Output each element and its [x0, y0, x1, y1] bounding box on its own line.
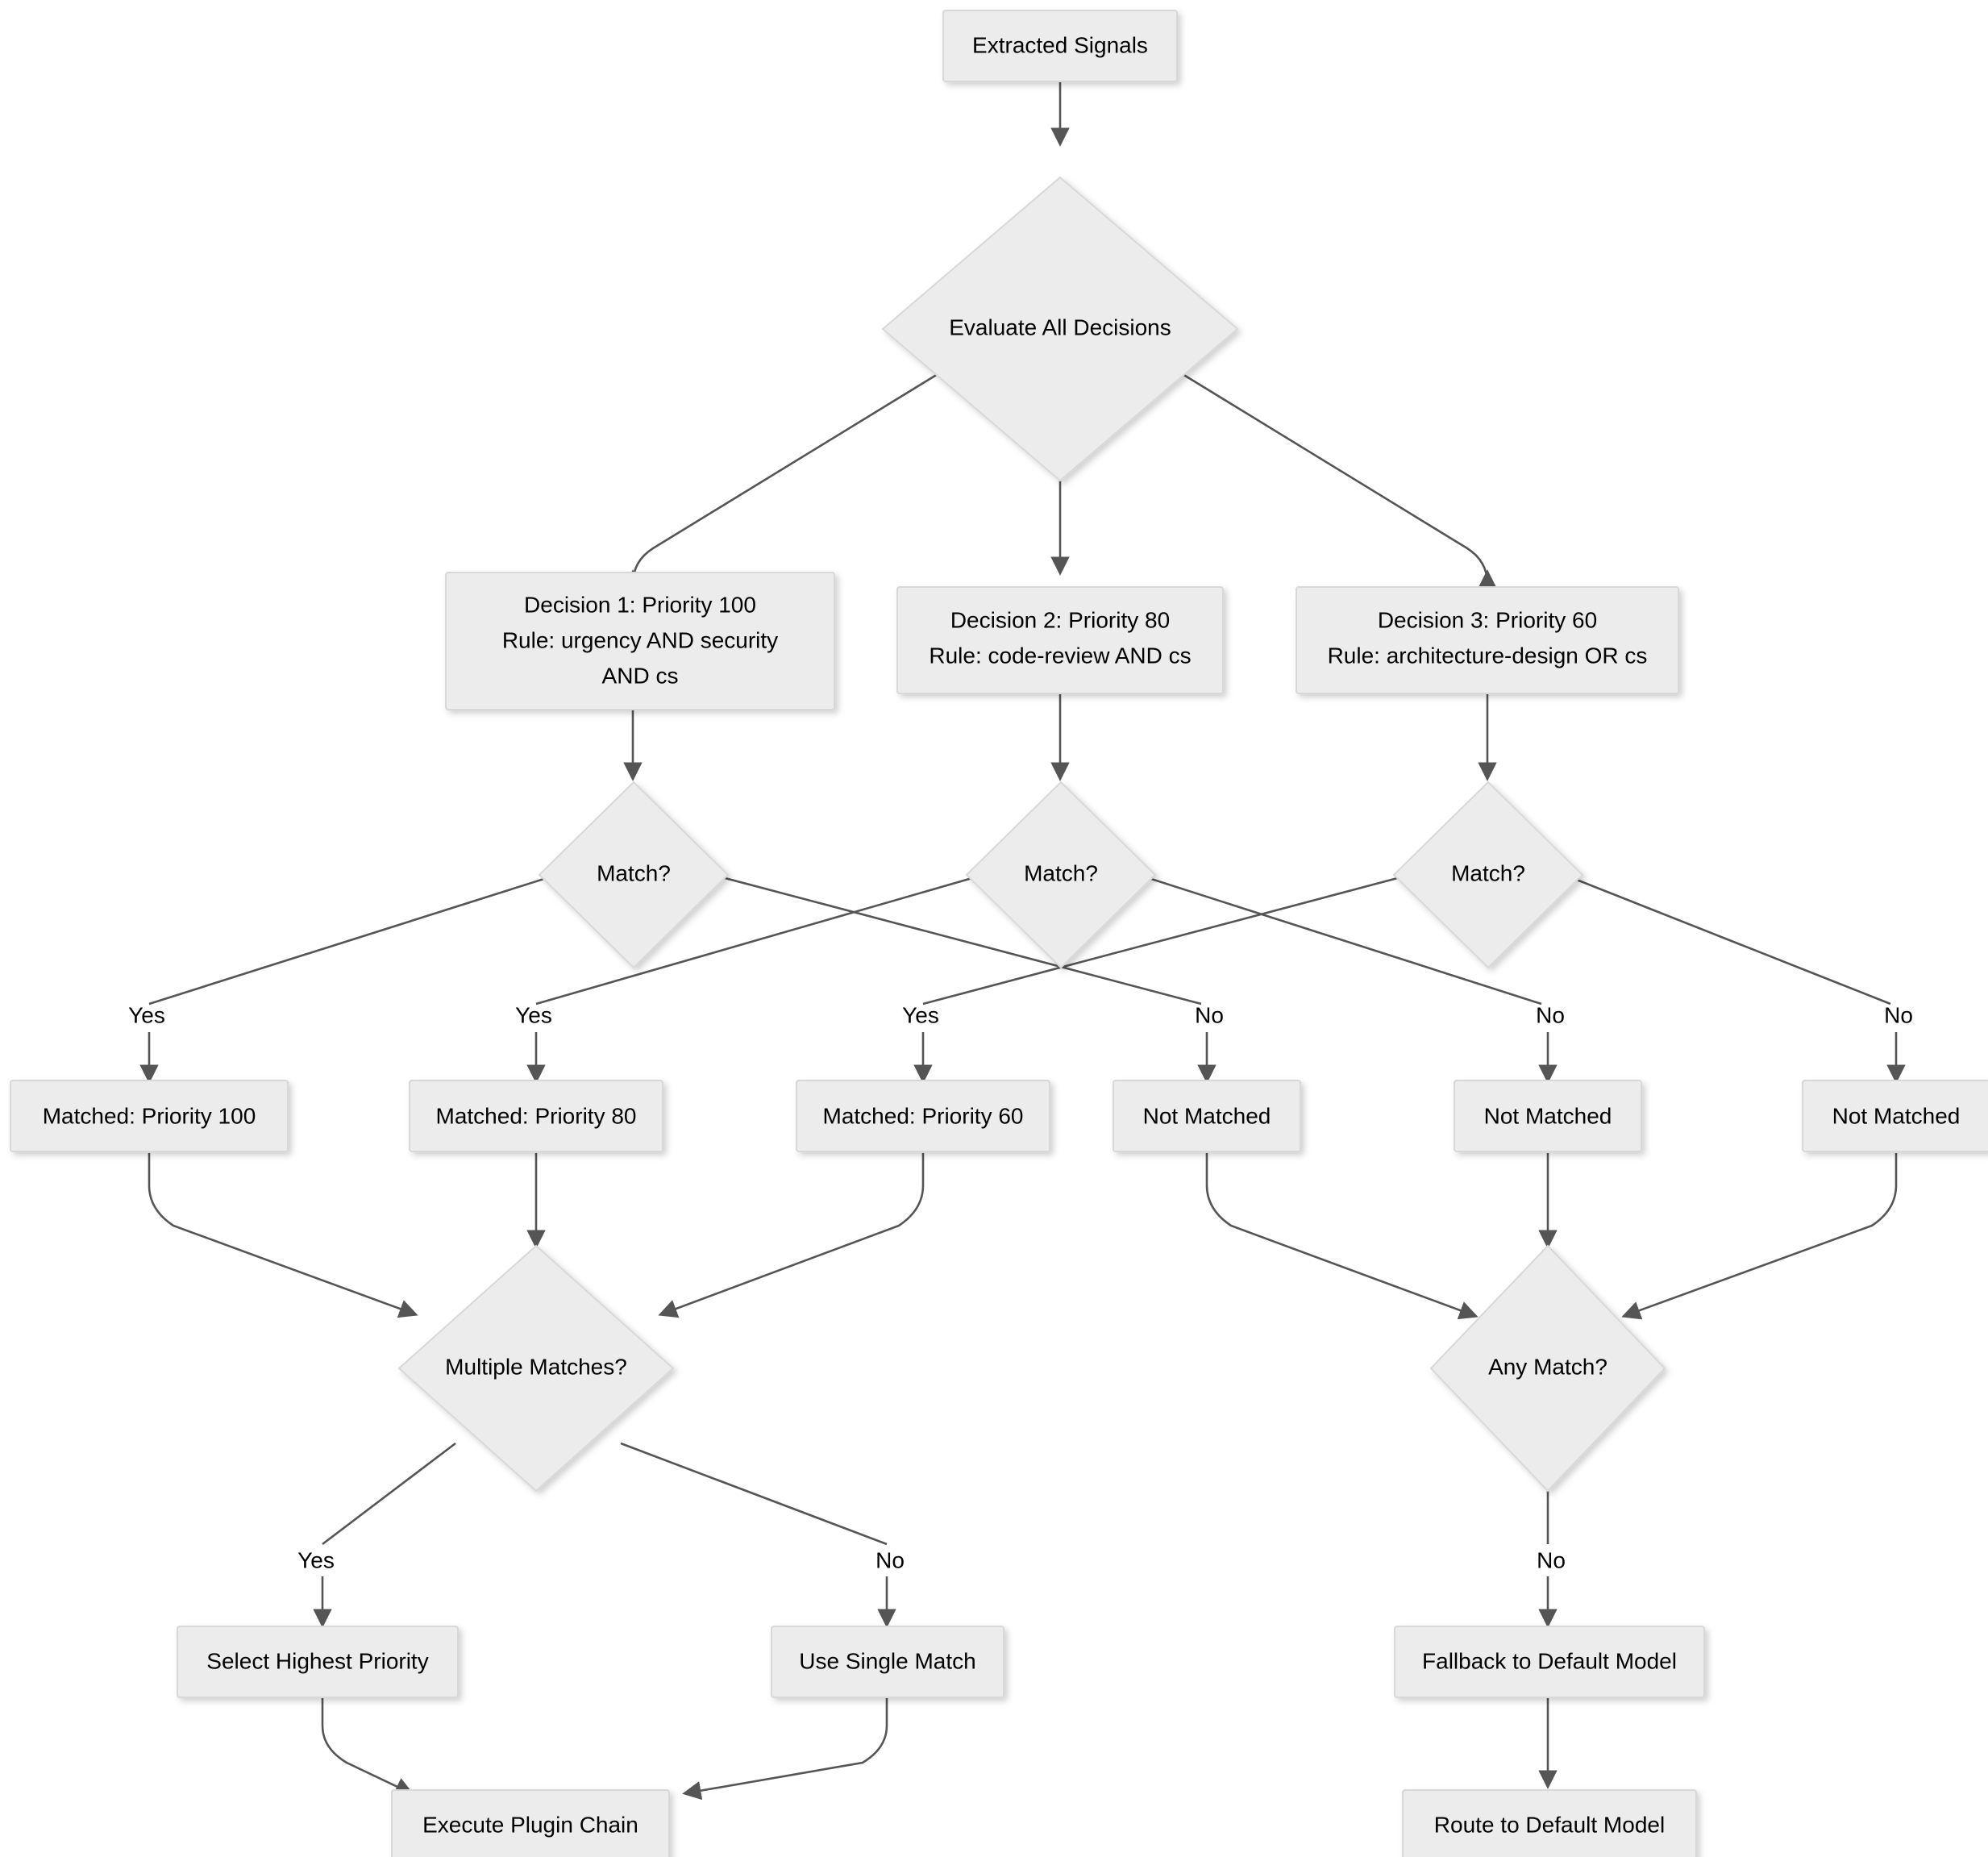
node-fallback-default-model[interactable] — [1394, 1626, 1705, 1698]
node-matched-100[interactable] — [10, 1080, 289, 1152]
edge-evaluate-to-decision1 — [623, 361, 957, 589]
edge-matched60-to-multiple — [658, 1153, 925, 1318]
edge-match1-yes — [148, 871, 565, 1006]
edge-match1-no — [703, 871, 1202, 1006]
node-not-matched-1-label: Not Matched — [1143, 1103, 1271, 1128]
node-select-highest-priority[interactable] — [177, 1626, 459, 1698]
node-matched-80[interactable] — [409, 1080, 663, 1152]
node-matched-80-label: Matched: Priority 80 — [436, 1103, 637, 1128]
node-not-matched-3-label: Not Matched — [1832, 1103, 1961, 1128]
edge-match3-yes — [922, 871, 1420, 1006]
node-matched-60-label: Matched: Priority 60 — [823, 1103, 1024, 1128]
node-match-1-label: Match? — [597, 860, 671, 885]
edge-label-any-no: No — [1537, 1547, 1566, 1572]
node-match-2-label: Match? — [1024, 860, 1098, 885]
node-execute-plugin-chain-label: Execute Plugin Chain — [422, 1812, 638, 1837]
node-evaluate-all-decisions[interactable] — [881, 176, 1239, 482]
edge-match3-no — [1558, 871, 1891, 1006]
node-multiple-matches[interactable] — [397, 1244, 675, 1493]
node-use-single-match[interactable] — [771, 1626, 1004, 1698]
node-route-default-model-label: Route to Default Model — [1434, 1812, 1665, 1837]
node-not-matched-1[interactable] — [1113, 1080, 1301, 1152]
edge-notmatched1-to-anymatch — [1205, 1153, 1479, 1320]
node-match-2[interactable] — [965, 781, 1157, 969]
edge-label-yes-3: Yes — [902, 1002, 939, 1027]
node-decision-2[interactable] — [896, 586, 1224, 694]
node-match-1[interactable] — [538, 781, 730, 969]
edge-multiple-yes — [322, 1442, 456, 1546]
edge-evaluate-to-decision3 — [1163, 361, 1497, 589]
node-fallback-default-model-label: Fallback to Default Model — [1422, 1648, 1677, 1673]
node-decision-1[interactable] — [445, 572, 835, 710]
node-matched-100-label: Matched: Priority 100 — [43, 1103, 256, 1128]
node-extracted-signals[interactable] — [942, 10, 1178, 82]
edge-label-no-2: No — [1536, 1002, 1565, 1027]
edge-label-yes-1: Yes — [128, 1002, 165, 1027]
node-decision-1-line3: AND cs — [602, 663, 679, 688]
node-not-matched-3[interactable] — [1802, 1080, 1988, 1152]
node-match-3-label: Match? — [1451, 860, 1525, 885]
node-match-3[interactable] — [1392, 781, 1584, 969]
node-any-match-label: Any Match? — [1488, 1354, 1607, 1379]
node-decision-1-line2: Rule: urgency AND security — [502, 627, 778, 652]
edge-match2-yes — [535, 871, 992, 1006]
node-decision-3-line1: Decision 3: Priority 60 — [1378, 607, 1597, 632]
edge-matched100-to-multiple — [148, 1153, 418, 1318]
edge-notmatched3-to-anymatch — [1621, 1153, 1898, 1320]
edge-label-multiple-no: No — [875, 1547, 905, 1572]
node-matched-60[interactable] — [796, 1080, 1050, 1152]
node-evaluate-all-decisions-label: Evaluate All Decisions — [949, 314, 1171, 339]
edge-layer — [139, 81, 1906, 1801]
node-extracted-signals-label: Extracted Signals — [972, 32, 1148, 57]
edge-multiple-no — [620, 1442, 888, 1546]
node-decision-1-line1: Decision 1: Priority 100 — [524, 592, 756, 617]
node-select-highest-priority-label: Select Highest Priority — [206, 1648, 428, 1673]
edge-selecthighest-to-execute — [321, 1697, 414, 1796]
edge-usesingle-to-execute — [682, 1697, 888, 1801]
node-multiple-matches-label: Multiple Matches? — [445, 1354, 627, 1379]
node-execute-plugin-chain[interactable] — [391, 1789, 670, 1857]
node-layer: Extracted Signals Evaluate All Decisions… — [10, 10, 1988, 1857]
edge-match2-no — [1130, 871, 1542, 1006]
edge-label-yes-2: Yes — [515, 1002, 552, 1027]
edge-label-multiple-yes: Yes — [297, 1547, 335, 1572]
node-decision-2-line2: Rule: code-review AND cs — [929, 643, 1191, 668]
edge-label-no-3: No — [1884, 1002, 1913, 1027]
node-decision-3[interactable] — [1296, 586, 1679, 694]
node-not-matched-2[interactable] — [1454, 1080, 1642, 1152]
node-not-matched-2-label: Not Matched — [1484, 1103, 1612, 1128]
node-decision-3-line2: Rule: architecture-design OR cs — [1328, 643, 1648, 668]
node-use-single-match-label: Use Single Match — [799, 1648, 975, 1673]
node-route-default-model[interactable] — [1402, 1789, 1697, 1857]
edge-label-no-1: No — [1195, 1002, 1224, 1027]
node-any-match[interactable] — [1429, 1244, 1666, 1493]
node-decision-2-line1: Decision 2: Priority 80 — [950, 607, 1170, 632]
